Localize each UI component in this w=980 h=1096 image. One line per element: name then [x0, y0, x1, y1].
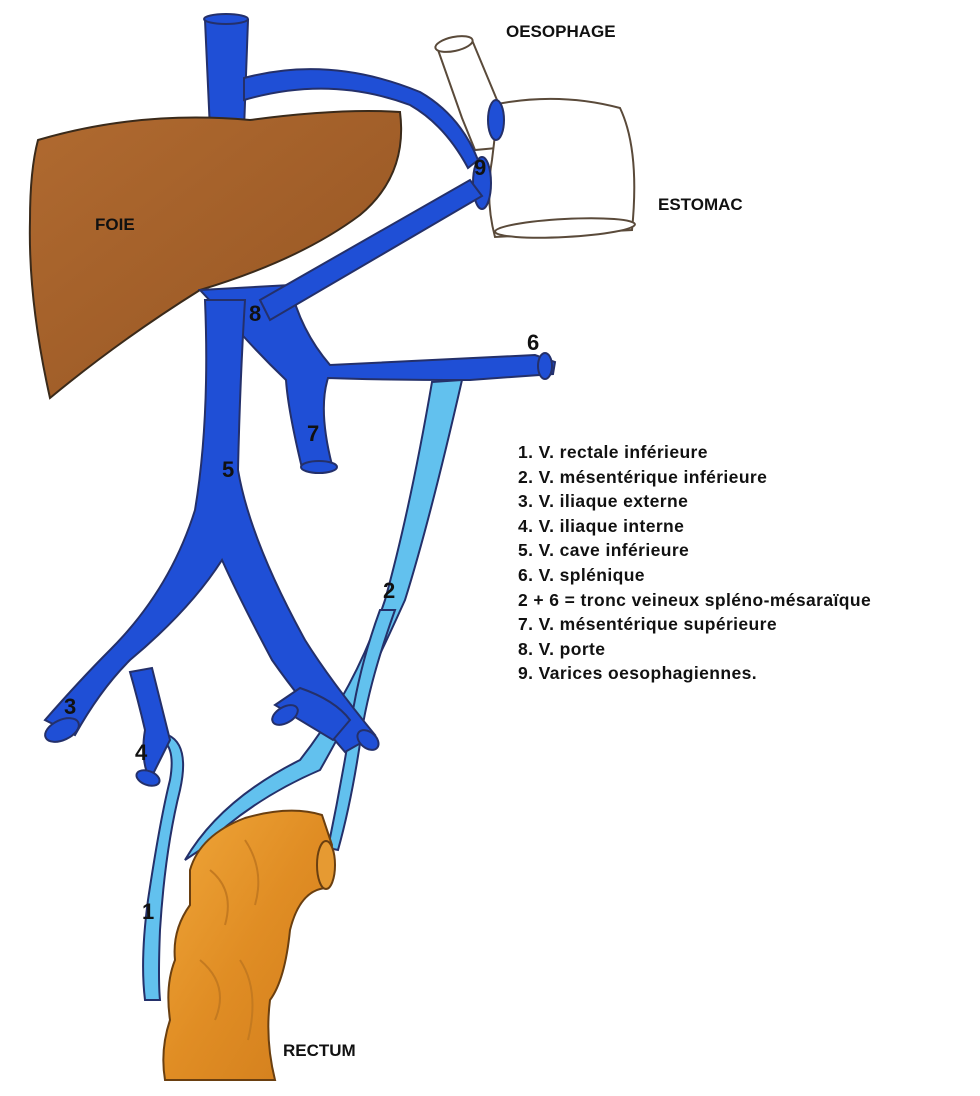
label-foie: FOIE — [95, 215, 135, 234]
number-2: 2 — [383, 578, 395, 603]
legend-item: 9. Varices oesophagiennes. — [518, 661, 871, 686]
number-9: 9 — [474, 155, 486, 180]
legend-item: 2 + 6 = tronc veineux spléno-mésaraïque — [518, 588, 871, 613]
legend-item: 3. V. iliaque externe — [518, 489, 871, 514]
legend-item: 4. V. iliaque interne — [518, 514, 871, 539]
legend-item: 6. V. splénique — [518, 563, 871, 588]
label-rectum: RECTUM — [283, 1041, 356, 1060]
stomach — [489, 99, 635, 241]
rectum — [163, 811, 335, 1080]
number-7: 7 — [307, 421, 319, 446]
label-oesophage: OESOPHAGE — [506, 22, 616, 41]
number-4: 4 — [135, 740, 148, 765]
legend-list: 1. V. rectale inférieure 2. V. mésentéri… — [518, 440, 871, 686]
legend-item: 5. V. cave inférieure — [518, 538, 871, 563]
number-8: 8 — [249, 301, 261, 326]
number-1: 1 — [142, 899, 154, 924]
legend-item: 2. V. mésentérique inférieure — [518, 465, 871, 490]
legend-item: 1. V. rectale inférieure — [518, 440, 871, 465]
number-6: 6 — [527, 330, 539, 355]
number-3: 3 — [64, 694, 76, 719]
legend-item: 7. V. mésentérique supérieure — [518, 612, 871, 637]
legend-item: 8. V. porte — [518, 637, 871, 662]
number-5: 5 — [222, 457, 234, 482]
label-estomac: ESTOMAC — [658, 195, 743, 214]
